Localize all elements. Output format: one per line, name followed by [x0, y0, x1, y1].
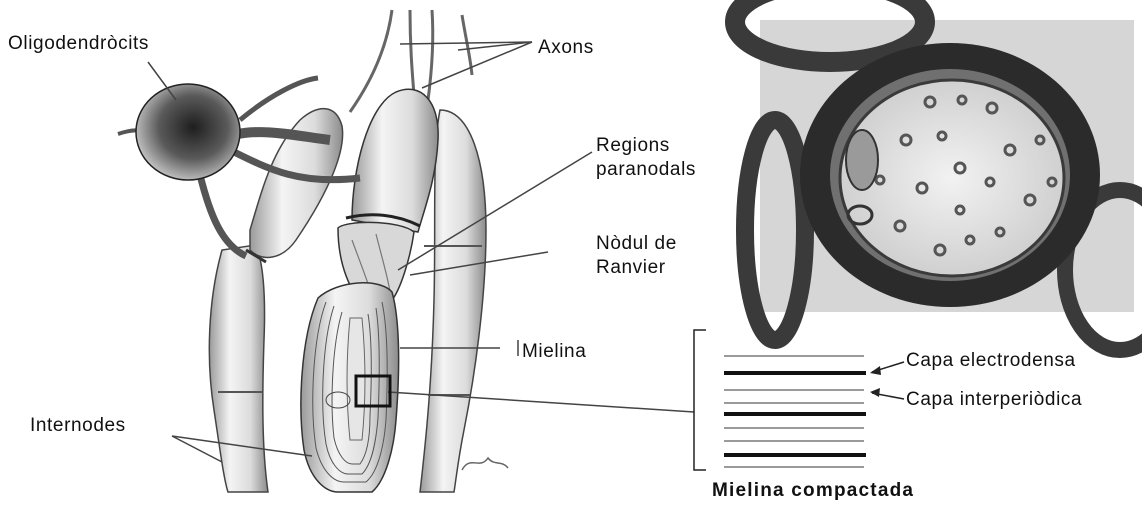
paranodal-label-line1: Regions: [596, 134, 670, 158]
central-sheath-upper: [352, 89, 438, 232]
node-label-line2: Ranvier: [596, 256, 666, 280]
layers-bracket: [694, 330, 706, 470]
axon-thread: [350, 10, 392, 112]
oligodendrocytes-label: Oligodendròcits: [8, 32, 149, 56]
node-label-line1: Nòdul de: [596, 232, 677, 256]
mitochondrion: [846, 130, 878, 190]
compact-myelin-label: Mielina compactada: [712, 479, 914, 503]
internodes-label: Internodes: [30, 414, 126, 438]
artist-signature: [462, 458, 508, 470]
interperiod-arrowhead: [870, 388, 880, 397]
electrodense-arrowhead: [870, 366, 881, 375]
axon-thread: [462, 15, 472, 75]
axon-thread: [428, 10, 433, 100]
internode-left: [209, 245, 268, 492]
paranodal-label-line2: paranodals: [596, 158, 696, 182]
electrodense-layer-label: Capa electrodensa: [906, 349, 1076, 373]
axons-leader: [422, 42, 532, 88]
axon-drawing: [118, 10, 508, 492]
oligodendrocyte-process: [200, 175, 246, 256]
oligodendrocyte-process: [240, 78, 318, 120]
compact-myelin-layers: [694, 330, 904, 470]
micrograph: [735, 0, 1142, 350]
oligodendrocyte-body: [136, 84, 240, 180]
axons-label: Axons: [538, 36, 594, 60]
myelin-label: Mielina: [522, 340, 586, 364]
interperiod-layer-label: Capa interperiòdica: [906, 388, 1082, 412]
axon-thread: [410, 10, 414, 95]
